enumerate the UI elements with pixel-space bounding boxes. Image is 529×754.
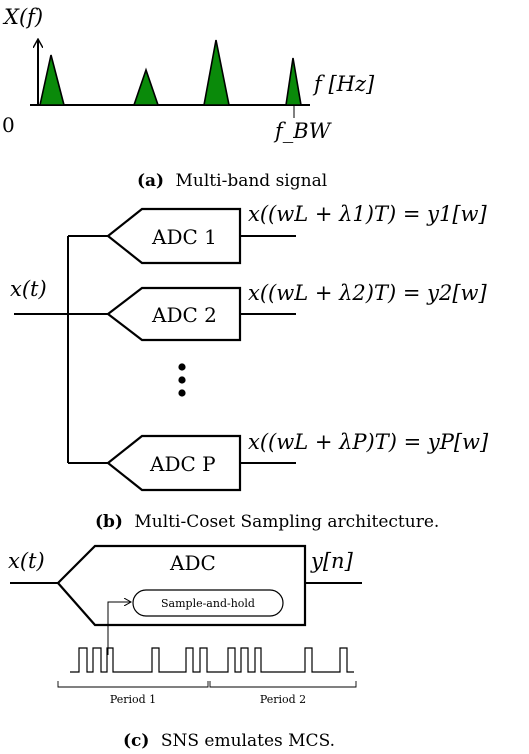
input-label-c: x(t) [8,549,45,573]
band-1 [39,54,66,106]
output-label-c: y[n] [310,549,354,573]
period-1-label: Period 1 [110,693,156,706]
panel-b-labels: x(t) ADC 1 ADC 2 ADC P x((wL + λ1)T) = y… [10,202,489,532]
sample-hold-box [132,589,284,617]
tick-fbw: f_BW [273,119,333,143]
caption-b: (b) Multi-Coset Sampling architecture. [95,512,439,532]
period-2-brace [209,681,357,688]
band-4 [285,57,302,106]
panel-a-spectrum: X(f) f [Hz] 0 f_BW (a) Multi-band signal [2,5,375,191]
adc-2-output-label: x((wL + λ2)T) = y2[w] [248,281,487,305]
panel-c-labels: x(t) ADC y[n] Sample-and-hold Period 1 P… [8,549,354,751]
caption-a: (a) Multi-band signal [137,171,327,191]
adc-p-output-label: x((wL + λP)T) = yP[w] [248,430,489,454]
panel-c-sns [10,544,362,688]
y-axis-label: X(f) [2,5,43,29]
band-2 [132,67,160,106]
caption-c-tag: (c) [123,731,149,751]
caption-c-text: SNS emulates MCS. [161,731,335,751]
pulse-train [70,647,354,673]
tick-zero: 0 [2,113,15,137]
panel-b-mcs [14,207,296,492]
caption-b-tag: (b) [95,512,123,532]
control-arrow [107,602,131,655]
period-2-label: Period 2 [260,693,306,706]
caption-a-tag: (a) [137,171,164,191]
panel-b-dots [178,363,186,397]
sample-hold-label: Sample-and-hold [161,597,255,610]
ellipsis-dot-2 [178,376,186,384]
band-3 [203,39,230,106]
adc-p-label: ADC P [149,452,216,476]
adc-1-label: ADC 1 [151,225,217,249]
caption-a-text: Multi-band signal [176,171,328,191]
input-label-b: x(t) [10,277,47,301]
adc-1-output-label: x((wL + λ1)T) = y1[w] [248,202,487,226]
period-1-brace [57,681,209,688]
caption-b-text: Multi-Coset Sampling architecture. [134,512,439,532]
ellipsis-dot-1 [178,363,186,371]
adc-2-label: ADC 2 [151,303,217,327]
ellipsis-dot-3 [178,389,186,397]
caption-c: (c) SNS emulates MCS. [123,731,335,751]
x-axis-label: f [Hz] [312,72,375,96]
adc-label-c: ADC [169,551,216,575]
adc-block-c [56,544,307,627]
